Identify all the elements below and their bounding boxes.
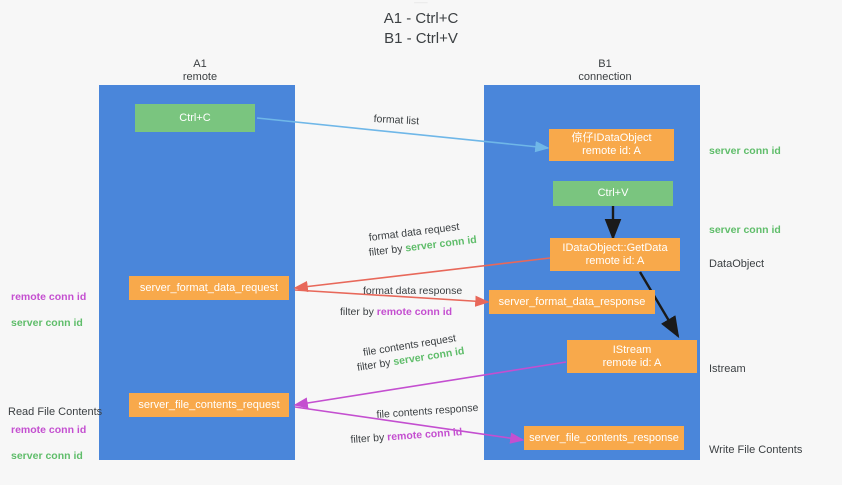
box-server-file-contents-response-label: server_file_contents_response xyxy=(529,431,679,444)
box-idataobject-top-line2: remote id: A xyxy=(582,145,641,157)
box-ctrl-c[interactable]: Ctrl+C xyxy=(135,104,255,132)
right-label-server-conn-id-mid: server conn id xyxy=(709,211,781,237)
right-label-server-conn-id-mid-text: server conn id xyxy=(709,224,781,236)
box-server-format-data-request-label: server_format_data_request xyxy=(139,281,279,294)
arrow-format-data-request xyxy=(293,257,551,293)
label-filter-prefix: filter by xyxy=(350,431,388,446)
page-title: A1 - Ctrl+C B1 - Ctrl+V xyxy=(383,10,459,47)
arrow-getdata-to-istream xyxy=(638,271,680,339)
box-server-file-contents-request[interactable]: server_file_contents_request xyxy=(129,393,289,417)
right-label-server-conn-id-top-text: server conn id xyxy=(709,145,781,157)
box-server-format-data-request[interactable]: server_format_data_request xyxy=(129,276,289,300)
arrow-file-contents-response xyxy=(294,406,525,444)
left-label-remote-conn-id: remote conn id xyxy=(11,291,87,303)
left-label-server-conn-id: server conn id xyxy=(11,317,83,329)
dashed-separator xyxy=(414,2,428,3)
left-label-conn-ids-bottom: remote conn id server conn id xyxy=(11,411,86,476)
right-label-istream: Istream xyxy=(709,350,746,376)
right-label-dataobject: DataObject xyxy=(709,245,764,271)
left-label-read-file-contents-text: Read File Contents xyxy=(8,406,103,418)
box-getdata[interactable]: IDataObject::GetData remote id: A xyxy=(550,238,680,271)
label-format-data-response-filter: filter by remote conn id xyxy=(340,305,452,319)
box-idataobject-top-line1: 倞仔IDataObject xyxy=(571,132,652,144)
box-istream[interactable]: IStream remote id: A xyxy=(567,340,697,373)
label-format-list-text: format list xyxy=(373,112,420,128)
label-format-data-response-text: format data response xyxy=(363,285,463,297)
box-server-format-data-response-label: server_format_data_response xyxy=(498,295,646,308)
label-format-list: format list xyxy=(373,112,419,128)
left-label-server-conn-id: server conn id xyxy=(11,450,83,462)
box-server-file-contents-request-label: server_file_contents_request xyxy=(138,398,280,411)
label-format-data-response: format data response xyxy=(363,284,462,298)
left-label-conn-ids-mid: remote conn id server conn id xyxy=(11,278,86,343)
box-istream-line2: remote id: A xyxy=(602,356,662,369)
arrow-file-contents-request xyxy=(293,361,567,409)
right-label-server-conn-id-top: server conn id xyxy=(709,132,781,158)
lane-header-a1: A1 remote xyxy=(182,58,218,83)
label-filter-key-remote-conn-id: remote conn id xyxy=(376,306,453,318)
box-ctrl-v-label: Ctrl+V xyxy=(597,187,629,199)
box-istream-line1: IStream xyxy=(612,343,652,356)
right-label-write-file-contents-text: Write File Contents xyxy=(709,444,803,456)
box-server-file-contents-response[interactable]: server_file_contents_response xyxy=(524,426,684,450)
arrow-format-list xyxy=(256,117,550,153)
left-label-read-file-contents: Read File Contents xyxy=(8,393,102,419)
box-server-format-data-response[interactable]: server_format_data_response xyxy=(489,290,655,314)
label-filter-prefix: filter by xyxy=(340,306,377,318)
right-label-dataobject-text: DataObject xyxy=(709,258,765,270)
box-getdata-line1: IDataObject::GetData xyxy=(562,241,668,254)
box-ctrl-v[interactable]: Ctrl+V xyxy=(553,181,673,206)
arrow-format-data-response xyxy=(294,289,490,307)
lane-header-b1: B1 connection xyxy=(578,58,632,83)
box-ctrl-c-label: Ctrl+C xyxy=(179,111,211,124)
box-idataobject-top[interactable]: 倞仔IDataObject remote id: A xyxy=(549,129,674,161)
box-getdata-line2: remote id: A xyxy=(585,254,645,267)
right-label-istream-text: Istream xyxy=(709,363,746,375)
right-label-write-file-contents: Write File Contents xyxy=(709,431,802,457)
left-label-remote-conn-id: remote conn id xyxy=(11,424,87,436)
